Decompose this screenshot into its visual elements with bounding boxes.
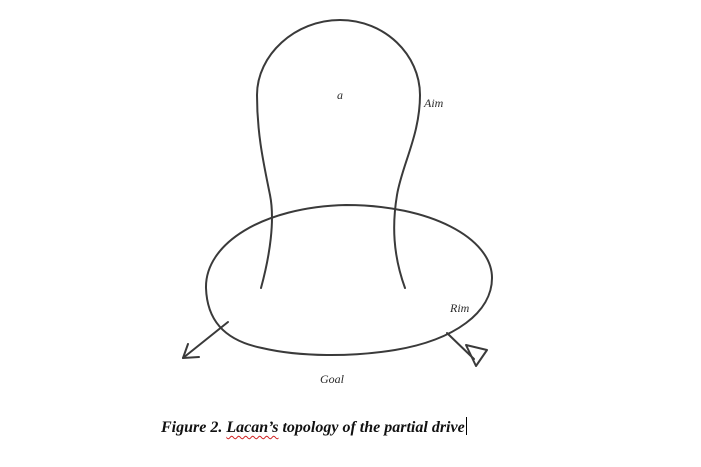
left-arrow [182, 321, 229, 359]
object-a-label: a [337, 88, 343, 102]
caption-suffix: topology of the partial drive [278, 419, 465, 436]
goal-label: Goal [320, 372, 345, 386]
caption-prefix: Figure 2. [161, 419, 227, 436]
aim-label: Aim [423, 96, 444, 110]
aim-loop [256, 19, 421, 289]
rim-label: Rim [449, 301, 470, 315]
rim-oval [204, 204, 493, 356]
text-cursor [465, 417, 467, 435]
caption-name: Lacan’s [226, 419, 279, 436]
right-arrow [446, 332, 488, 367]
figure-caption: Figure 2. Lacan’s topology of the partia… [161, 417, 467, 438]
